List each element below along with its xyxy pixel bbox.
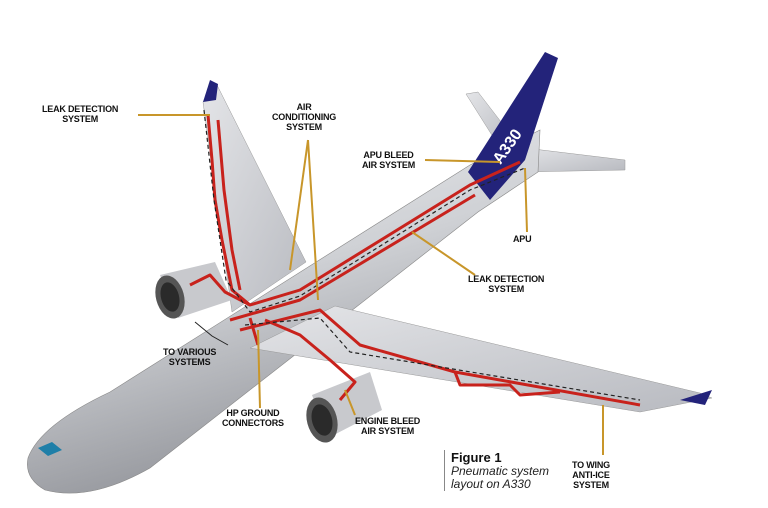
various-systems-bracket xyxy=(194,321,229,346)
label-leak-detection-top: LEAK DETECTION SYSTEM xyxy=(42,104,119,124)
tail-fin xyxy=(468,52,558,200)
fuselage xyxy=(27,129,541,494)
label-to-wing-anti-ice: TO WING ANTI-ICE SYSTEM xyxy=(572,460,610,490)
label-hp-ground: HP GROUND CONNECTORS xyxy=(222,408,284,428)
figure-caption: Figure 1 Pneumatic system layout on A330 xyxy=(444,450,549,491)
label-air-conditioning: AIR CONDITIONING SYSTEM xyxy=(272,102,337,132)
caption-subtitle: Pneumatic system layout on A330 xyxy=(451,464,550,491)
pneumatic-ducts xyxy=(189,114,641,407)
left-engine xyxy=(155,262,232,319)
label-apu: APU xyxy=(513,234,532,244)
label-apu-bleed: APU BLEED AIR SYSTEM xyxy=(362,150,416,170)
right-engine xyxy=(306,372,382,443)
leader-lines xyxy=(138,114,604,455)
right-winglet xyxy=(680,390,712,405)
label-to-various: TO VARIOUS SYSTEMS xyxy=(163,347,217,367)
cockpit-windows xyxy=(38,442,62,456)
caption-title: Figure 1 xyxy=(451,450,502,465)
label-leak-detection-mid: LEAK DETECTION SYSTEM xyxy=(468,274,545,294)
leak-detection-lines xyxy=(203,109,641,401)
label-engine-bleed: ENGINE BLEED AIR SYSTEM xyxy=(355,416,421,436)
left-winglet xyxy=(203,80,218,102)
